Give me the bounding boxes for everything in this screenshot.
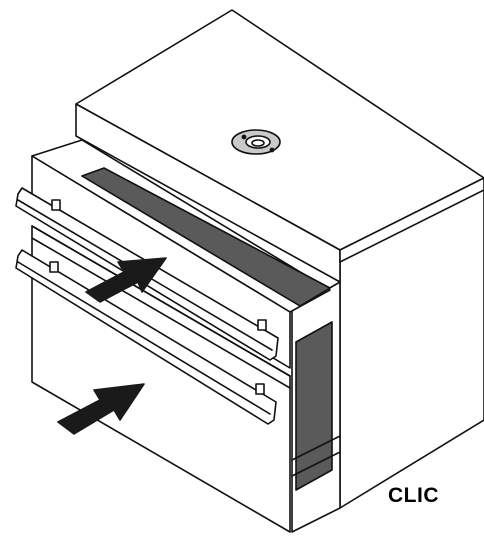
upper-drawer-interior: [81, 167, 331, 307]
cable-grommet-icon: [231, 129, 281, 155]
countertop-right-edge: [339, 177, 484, 263]
clic-label: CLIC: [388, 484, 439, 507]
lower-drawer-handle[interactable]: [15, 249, 277, 425]
push-arrow-icon: [85, 257, 167, 303]
push-arrow-icon: [57, 383, 145, 435]
cabinet-inner-slot: [295, 321, 333, 491]
